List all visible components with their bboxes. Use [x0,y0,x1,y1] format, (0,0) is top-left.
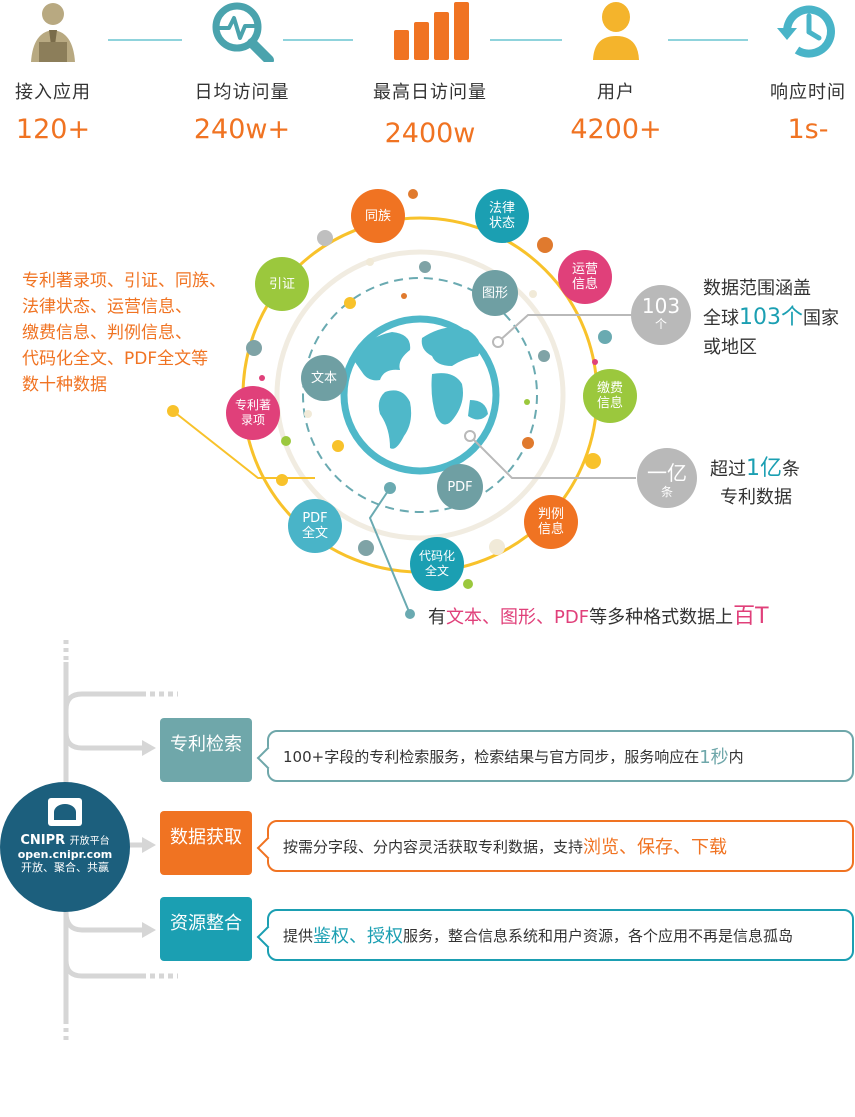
logo-slogan: 开放、聚合、共赢 [21,861,109,874]
highlight-text: 1亿 [746,456,782,481]
connector-line [108,39,182,41]
logo-brand: CNIPR [20,833,66,848]
note-line: 缴费信息、判例信息、 [22,323,192,343]
desc-highlight: 浏览、保存、下载 [583,837,728,858]
coverage-badge: 103 个 [631,285,691,345]
node-fee-info: 缴费 信息 [583,369,637,423]
volume-line: 超过1亿条 [710,455,800,484]
note-line: 法律状态、运营信息、 [22,297,192,317]
desc-text: 100+字段的专利检索服务，检索结果与官方同步，服务响应在 [283,747,700,766]
desc-text: 服务，整合信息系统和用户资源，各个应用不再是信息孤岛 [403,926,794,945]
stat-label: 接入应用 [15,82,91,103]
cnipr-logo: CNIPR 开放平台 open.cnipr.com 开放、聚合、共赢 [0,782,130,912]
volume-note: 超过1亿条 专利数据 [710,455,800,512]
node-legal-status: 法律 状态 [475,189,529,243]
connector-line [490,39,562,41]
stat-peak-visits: 最高日访问量 2400w [360,0,500,149]
volume-badge: 一亿 条 [637,448,697,508]
stat-apps: 接入应用 120+ [0,0,123,145]
note-line: 数十种数据 [22,375,107,395]
stat-label: 日均访问量 [194,82,290,103]
node-citation: 引证 [255,257,309,311]
highlight-text: 百T [733,604,769,629]
coverage-line: 数据范围涵盖 [703,278,811,299]
node-graphics: 图形 [472,270,518,316]
highlight-text: 文本、图形、PDF [446,607,590,628]
service-patent-search-desc: 100+字段的专利检索服务，检索结果与官方同步，服务响应在 1秒 内 [267,730,854,782]
service-resource-integration-button[interactable]: 资源整合 [160,897,252,961]
desc-highlight: 鉴权、授权 [313,926,404,947]
stat-value: 240w+ [193,114,291,145]
desc-text: 按需分字段、分内容灵活获取专利数据，支持 [283,837,584,856]
text: 有 [428,607,446,628]
connector-line [283,39,353,41]
desc-text: 内 [728,747,744,766]
highlight-text: 103个 [739,305,803,330]
service-data-access-button[interactable]: 数据获取 [160,811,252,875]
text: 国家 [803,308,839,329]
clock-refresh-icon [738,0,855,62]
volume-line: 专利数据 [720,487,792,508]
bar-chart-icon [360,0,500,62]
desc-highlight: 1秒 [699,747,729,768]
businessman-icon [0,0,123,62]
connector-line [668,39,748,41]
badge-unit: 条 [660,485,673,499]
stat-daily-visits: 日均访问量 240w+ [172,0,312,145]
user-icon [546,0,686,62]
text: 超过 [710,459,746,480]
text: 等多种格式数据上 [589,607,734,628]
service-resource-integration-desc: 提供 鉴权、授权 服务，整合信息系统和用户资源，各个应用不再是信息孤岛 [267,909,854,961]
logo-mark-icon [48,798,82,826]
stat-label: 最高日访问量 [373,82,487,103]
formats-note: 有文本、图形、PDF等多种格式数据上百T [428,604,769,631]
text: 条 [782,459,800,480]
service-data-access-desc: 按需分字段、分内容灵活获取专利数据，支持 浏览、保存、下载 [267,820,854,872]
node-text: 文本 [301,355,347,401]
node-family: 同族 [351,189,405,243]
stat-value: 120+ [15,114,91,145]
stat-value: 1s- [787,114,829,145]
desc-text: 提供 [283,926,314,945]
badge-number: 103 [641,294,681,318]
logo-platform: 开放平台 [69,836,110,847]
stat-response: 响应时间 1s- [738,0,855,145]
stat-label: 用户 [597,82,635,103]
logo-url: open.cnipr.com [17,848,113,861]
badge-number: 一亿 [647,461,687,485]
note-line: 代码化全文、PDF全文等 [22,349,209,369]
coverage-line: 全球103个国家 [703,303,839,333]
node-pdf-fulltext: PDF 全文 [288,499,342,553]
data-types-note: 专利著录项、引证、同族、 法律状态、运营信息、 缴费信息、判例信息、 代码化全文… [22,268,226,398]
stat-label: 响应时间 [770,82,846,103]
stat-value: 2400w [384,118,476,149]
coverage-line: 或地区 [703,337,757,358]
note-line: 专利著录项、引证、同族、 [22,271,226,291]
stat-value: 4200+ [570,114,662,145]
node-operation-info: 运营 信息 [558,250,612,304]
node-coded-fulltext: 代码化 全文 [410,537,464,591]
analytics-magnifier-icon [172,0,312,65]
stat-users: 用户 4200+ [546,0,686,145]
coverage-note: 数据范围涵盖 全球103个国家 或地区 [703,274,839,362]
node-case-info: 判例 信息 [524,495,578,549]
text: 全球 [703,308,739,329]
node-pdf: PDF [437,464,483,510]
globe-icon [355,327,488,449]
badge-unit: 个 [654,317,667,331]
node-bibliographic: 专利著 录项 [226,386,280,440]
service-patent-search-button[interactable]: 专利检索 [160,718,252,782]
